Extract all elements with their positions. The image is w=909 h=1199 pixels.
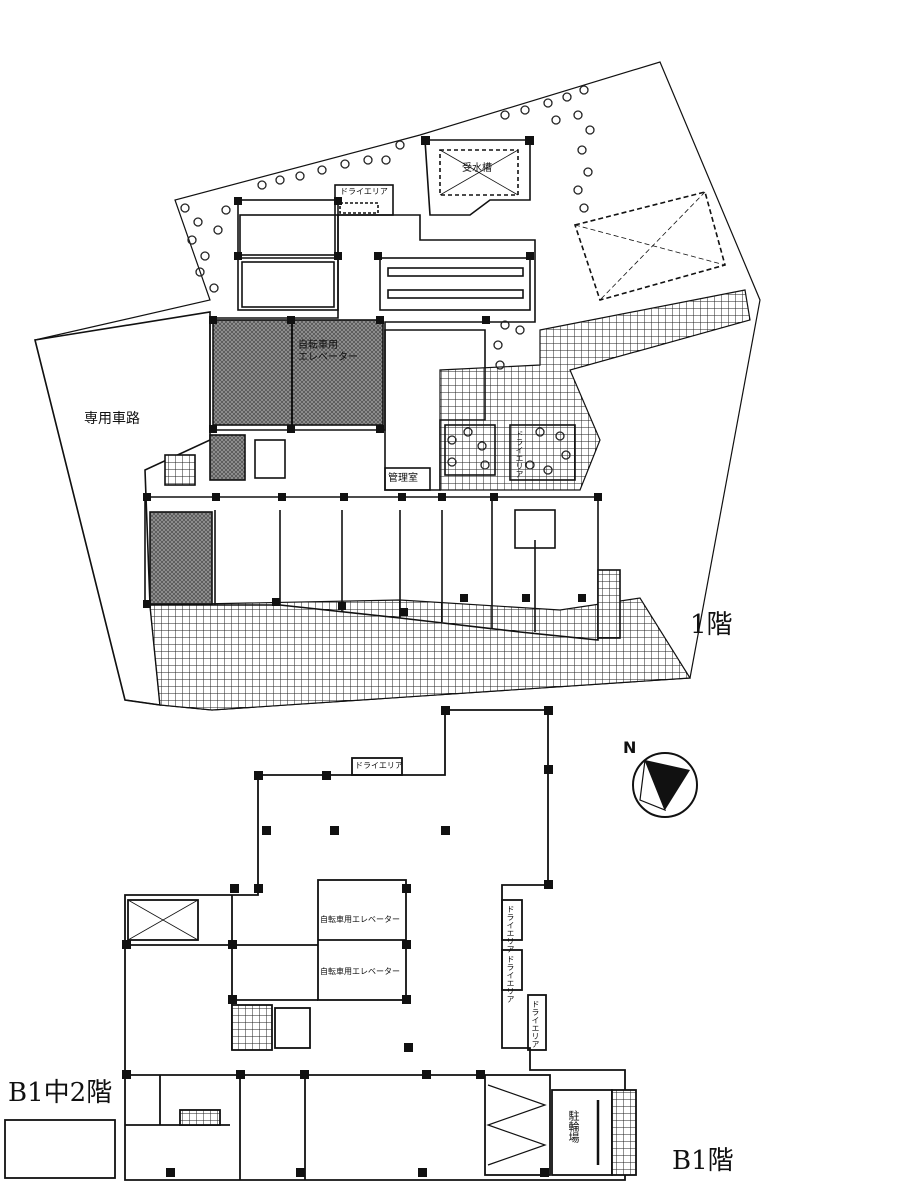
central-core xyxy=(209,214,536,431)
ramp-b1 xyxy=(484,1074,551,1176)
dry-area-b1-right-b xyxy=(501,949,523,991)
garden-west xyxy=(444,424,496,476)
parking-east xyxy=(573,191,726,301)
columns-b1 xyxy=(122,706,553,1177)
dry-area-b1-right-a xyxy=(501,899,523,941)
bike-elevator-b1-a-label: 自転車用エレベーター xyxy=(320,915,400,924)
hatched-unit xyxy=(149,511,213,605)
dry-area-garden-label: ドライエリア xyxy=(515,430,524,478)
first-floor-plan xyxy=(34,61,761,711)
b1-outline xyxy=(124,709,626,1181)
bike-elevator-b1-b-label: 自転車用エレベーター xyxy=(320,967,400,976)
stair-1f xyxy=(209,434,246,481)
lobby xyxy=(384,329,486,491)
floor-label-b1: B1階 xyxy=(672,1146,734,1176)
walkway-east xyxy=(439,289,751,491)
dry-area-b1-right-c xyxy=(527,994,547,1051)
trees xyxy=(180,85,595,475)
north-arrow-needle xyxy=(645,760,690,810)
dry-area-b1-right-a-label: ドライエリア xyxy=(506,905,515,953)
dry-area-b1-right-c-label: ドライエリア xyxy=(531,1000,540,1048)
stair-b1 xyxy=(231,1004,273,1051)
columns-1f xyxy=(143,136,602,616)
bike-parking-room-b1 xyxy=(551,1089,613,1176)
private-road-label: 専用車路 xyxy=(84,411,140,427)
garden-east xyxy=(509,424,576,481)
dry-area-b1-right-b-label: ドライエリア xyxy=(506,955,515,1003)
b1-mezzanine-box xyxy=(4,1119,116,1179)
bike-elevator-1f-label: 自転車用 エレベーター xyxy=(298,340,358,363)
dry-area-b1-top xyxy=(351,757,403,776)
bike-parking-b1-label: 駐輪場 xyxy=(567,1110,580,1143)
walkway-south xyxy=(149,597,692,711)
stair-south xyxy=(597,569,621,639)
north-arrow xyxy=(632,752,698,818)
floor-label-1f: 1階 xyxy=(690,610,733,640)
floor-label-b1-mezzanine: B1中2階 xyxy=(8,1078,113,1108)
water-tank-label: 受水槽 xyxy=(462,163,492,174)
bike-elevator-zone-1f xyxy=(212,319,384,426)
bike-parking-1f xyxy=(379,257,531,311)
compass-n-label: N xyxy=(623,738,637,757)
dry-area-b1-top-label: ドライエリア xyxy=(355,761,403,770)
basement-plan xyxy=(4,709,637,1181)
dry-area-1f-label: ドライエリア xyxy=(340,187,388,196)
manager-room-label: 管理室 xyxy=(388,473,418,484)
